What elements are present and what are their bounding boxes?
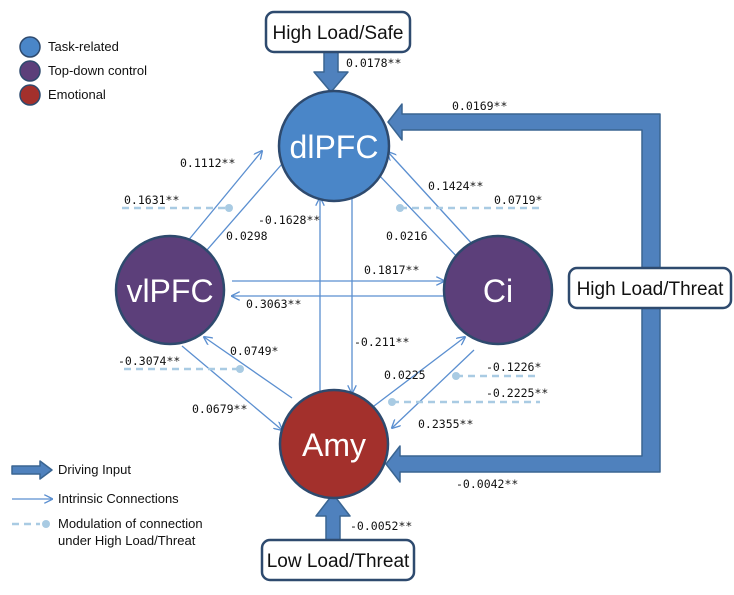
- driving-arrow-low-load-threat: [315, 493, 351, 541]
- connection-vlpfc-to-dlpfc: [181, 151, 262, 249]
- connection-vlpfc-to-amy: [181, 345, 282, 430]
- value-ci-to-vlpfc: 0.3063**: [246, 297, 301, 311]
- modulation-dot-vlpfc-amy: [236, 365, 244, 373]
- legend-intrinsic-label: Intrinsic Connections: [58, 491, 179, 506]
- node-dlpfc-label: dlPFC: [290, 129, 379, 165]
- legend-emotional-swatch: [19, 84, 41, 106]
- value-threat-to-dlpfc: 0.0169**: [452, 99, 507, 113]
- node-ci-label: Ci: [483, 273, 513, 309]
- value-dlpfc-to-vlpfc: 0.0298: [226, 229, 268, 243]
- value-safe-to-dlpfc: 0.0178**: [346, 56, 401, 70]
- node-vlpfc-label: vlPFC: [126, 273, 213, 309]
- legend-driving-input-label: Driving Input: [58, 462, 131, 477]
- legend-top-down-swatch: [19, 60, 41, 82]
- value-dlpfc-to-ci: 0.0216: [386, 229, 428, 243]
- legend: Task-related Top-down control Emotional …: [11, 36, 203, 548]
- modulation-dot-amy-ci-2: [388, 398, 396, 406]
- value-threat-to-amy: -0.0042**: [456, 477, 518, 491]
- value-amy-ci-mod-2: -0.2225**: [486, 386, 548, 400]
- connection-amy-to-vlpfc: [204, 337, 293, 399]
- input-label-high-load-safe: High Load/Safe: [273, 23, 404, 44]
- driving-arrow-high-load-safe: [313, 51, 349, 93]
- connection-ci-to-amy: [392, 349, 475, 428]
- value-dlpfc-to-amy: -0.211**: [354, 335, 409, 349]
- node-dlpfc: dlPFC: [277, 89, 391, 203]
- modulation-dot-vlpfc-dlpfc: [225, 204, 233, 212]
- value-ci-dlpfc-mod: 0.0719*: [494, 193, 542, 207]
- value-amy-ci-mod-1: -0.1226*: [486, 360, 541, 374]
- modulation-dot-ci-dlpfc: [396, 204, 404, 212]
- value-amy-to-dlpfc: -0.1628**: [258, 213, 320, 227]
- value-vlpfc-to-ci: 0.1817**: [364, 263, 419, 277]
- value-low-to-amy: -0.0052**: [350, 519, 412, 533]
- value-amy-to-vlpfc: 0.0749*: [230, 344, 278, 358]
- driving-arrow-high-load-threat-to-amy: [385, 307, 661, 483]
- input-box-high-load-threat: High Load/Threat: [567, 266, 733, 310]
- legend-task-related-swatch: [19, 36, 41, 58]
- value-ci-to-dlpfc: 0.1424**: [428, 179, 483, 193]
- legend-driving-arrow-icon: [11, 460, 53, 480]
- input-box-high-load-safe: High Load/Safe: [264, 10, 412, 54]
- node-ci: Ci: [442, 234, 554, 346]
- node-amy-label: Amy: [302, 427, 366, 463]
- connection-amy-to-ci: [373, 337, 465, 407]
- modulation-dot-amy-ci-1: [452, 372, 460, 380]
- connection-dlpfc-to-vlpfc: [200, 163, 283, 258]
- input-box-low-load-threat: Low Load/Threat: [260, 538, 416, 582]
- legend-modulation-dot-icon: [42, 520, 50, 528]
- legend-task-related-label: Task-related: [48, 39, 119, 54]
- node-vlpfc: vlPFC: [114, 234, 226, 346]
- value-vlpfc-to-amy: 0.0679**: [192, 402, 247, 416]
- value-vlpfc-amy-mod: -0.3074**: [118, 354, 180, 368]
- value-vlpfc-to-dlpfc: 0.1112**: [180, 156, 235, 170]
- legend-modulation-label-2: under High Load/Threat: [58, 533, 196, 548]
- driving-arrow-high-load-threat-to-dlpfc: [387, 103, 661, 269]
- value-amy-to-ci: 0.0225: [384, 368, 426, 382]
- connection-dlpfc-to-ci: [375, 171, 462, 262]
- legend-emotional-label: Emotional: [48, 87, 106, 102]
- connection-ci-to-dlpfc: [388, 152, 475, 247]
- value-ci-to-amy: 0.2355**: [418, 417, 473, 431]
- input-label-low-load-threat: Low Load/Threat: [267, 551, 410, 572]
- node-amy: Amy: [278, 388, 390, 500]
- value-vlpfc-dlpfc-mod: 0.1631**: [124, 193, 179, 207]
- legend-modulation-label-1: Modulation of connection: [58, 516, 203, 531]
- input-label-high-load-threat: High Load/Threat: [577, 279, 725, 300]
- legend-top-down-label: Top-down control: [48, 63, 147, 78]
